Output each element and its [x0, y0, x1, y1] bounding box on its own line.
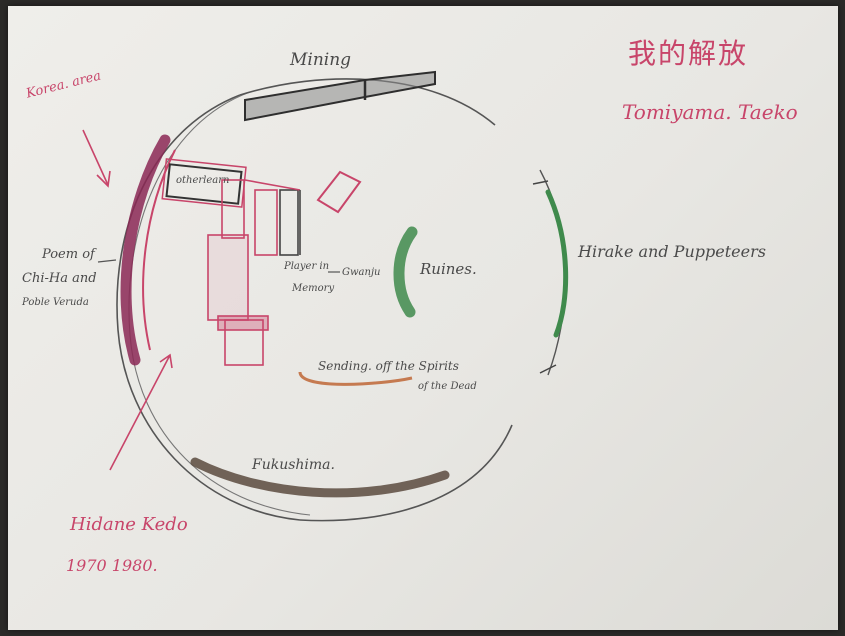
- hirake-arc-green: [545, 189, 569, 338]
- ruines-label: Ruines.: [420, 260, 477, 278]
- poem-label-1: Poem of: [42, 247, 95, 262]
- player-memory-boxes: [207, 179, 301, 366]
- player-memory-label-1: Player in: [284, 261, 330, 272]
- poem-label-3: Poble Veruda: [22, 297, 89, 308]
- sending-off-label-1: Sending. off the Spirits: [318, 359, 459, 373]
- other-lines-box: [165, 163, 243, 205]
- hidane-years-label: 1970 1980.: [66, 556, 158, 575]
- player-memory-label-2: Memory: [292, 283, 335, 294]
- gwangju-label: Gwanju: [342, 267, 381, 278]
- outer-ring-bottom: [299, 424, 513, 522]
- author-name: Tomiyama. Taeko: [622, 100, 798, 124]
- poem-label-2: Chi-Ha and: [22, 271, 97, 286]
- pink-piece: [316, 170, 362, 214]
- other-lines-label: otherlearn: [176, 175, 230, 186]
- poem-arrow: [97, 259, 117, 263]
- title-cjk: 我的解放: [628, 37, 749, 70]
- sending-off-line: [298, 371, 413, 386]
- hidane-arrow: [109, 354, 171, 471]
- fukushima-band: [190, 457, 450, 498]
- fukushima-label: Fukushima.: [252, 457, 335, 473]
- mining-label: Mining: [290, 50, 352, 70]
- outer-ring-left: [116, 94, 301, 521]
- hirake-label: Hirake and Puppeteers: [578, 242, 766, 261]
- hidane-label: Hidane Kedo: [70, 514, 188, 535]
- ruines-arc: [393, 226, 418, 318]
- sketch-paper: [8, 6, 838, 630]
- sending-off-label-2: of the Dead: [418, 381, 477, 392]
- korea-arc: [120, 134, 171, 366]
- korea-arrow: [82, 129, 109, 186]
